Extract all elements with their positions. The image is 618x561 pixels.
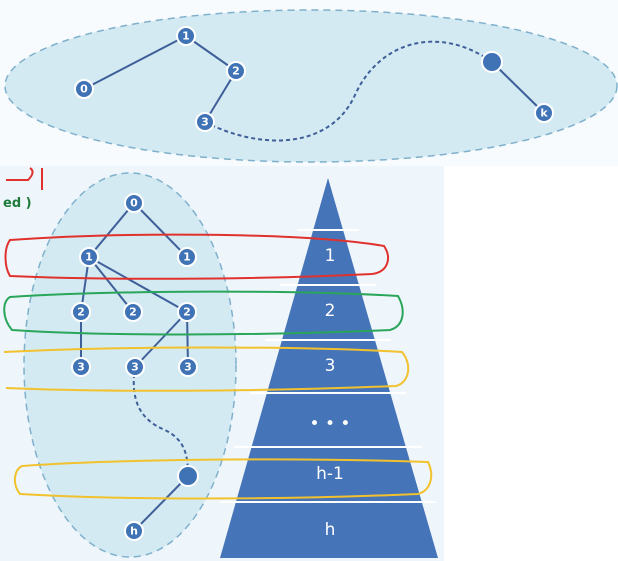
top-node-2: 2 — [226, 61, 246, 81]
edge-node-k — [491, 61, 545, 114]
tree-node-2a: 2 — [71, 302, 91, 322]
tree-node-0-label: 0 — [130, 197, 138, 210]
pyramid-level-dots: • • • — [310, 414, 351, 434]
loop-level-2-green — [3, 290, 404, 336]
top-node-3: 3 — [195, 112, 215, 132]
top-node-0: 0 — [74, 79, 94, 99]
top-node-1-label: 1 — [182, 30, 190, 43]
pyramid-level-2: 2 — [325, 301, 336, 321]
pyramid-level-labels: 1 2 3 • • • h-1 h — [310, 246, 351, 540]
corner-text: ed ) — [3, 196, 32, 211]
tree-edge-0-1b — [133, 202, 188, 258]
level-loops — [3, 233, 433, 500]
tree-node-2c-label: 2 — [183, 306, 191, 319]
pyramid-dividers — [220, 229, 436, 503]
top-node-0-label: 0 — [80, 83, 88, 96]
tree-edge-0-1a — [88, 202, 135, 258]
tree-node-1a-label: 1 — [85, 251, 93, 264]
tree-node-1b-label: 1 — [183, 251, 191, 264]
pyramid-level-h-1: h-1 — [316, 464, 344, 484]
corner-arrow-icon — [6, 167, 43, 190]
edge-1-2 — [185, 35, 237, 72]
edge-1-0 — [83, 35, 187, 90]
top-node-2-label: 2 — [232, 65, 240, 78]
tree-node-3b-label: 3 — [131, 361, 139, 374]
tree-node-2a-label: 2 — [77, 306, 85, 319]
tree-node-3a-label: 3 — [77, 361, 85, 374]
tree-node-h-label: h — [130, 525, 138, 538]
tree-node-3c-label: 3 — [184, 361, 192, 374]
pyramid — [220, 178, 438, 558]
top-node-k: k — [534, 103, 554, 123]
pyramid-level-1: 1 — [325, 246, 336, 266]
tree-edge-1-2b — [88, 256, 134, 313]
top-graph-nodes: 1 0 2 3 k — [74, 26, 554, 132]
top-node-3-label: 3 — [201, 116, 209, 129]
tree-node-2c: 2 — [177, 302, 197, 322]
pyramid-level-h: h — [325, 520, 336, 540]
tree-node-1a: 1 — [79, 247, 99, 267]
top-node-unlabeled — [481, 51, 503, 73]
tree-edge-node-h — [133, 475, 189, 532]
tree-node-3a: 3 — [71, 357, 91, 377]
tree-node-2b-label: 2 — [129, 306, 137, 319]
top-node-1: 1 — [176, 26, 196, 46]
pyramid-level-3: 3 — [325, 356, 336, 376]
loop-level-h-1-yellow — [14, 458, 433, 500]
loop-level-1-red — [4, 233, 389, 280]
top-dashed-path — [204, 40, 493, 142]
tree-node-2b: 2 — [123, 302, 143, 322]
tree-edge-2c-3b — [134, 311, 188, 368]
tree-edge-1-2c — [88, 256, 188, 313]
tree-node-unlabeled — [177, 465, 199, 487]
tree-node-h: h — [124, 521, 144, 541]
top-node-k-label: k — [540, 107, 548, 120]
top-graph-ellipse — [4, 9, 618, 163]
tree-node-3b: 3 — [125, 357, 145, 377]
loop-level-3-yellow — [3, 346, 410, 392]
tree-node-0: 0 — [124, 193, 144, 213]
tree-node-3c: 3 — [178, 357, 198, 377]
tree-nodes: 0 1 1 2 2 2 3 3 — [71, 193, 199, 541]
tree-node-1b: 1 — [177, 247, 197, 267]
